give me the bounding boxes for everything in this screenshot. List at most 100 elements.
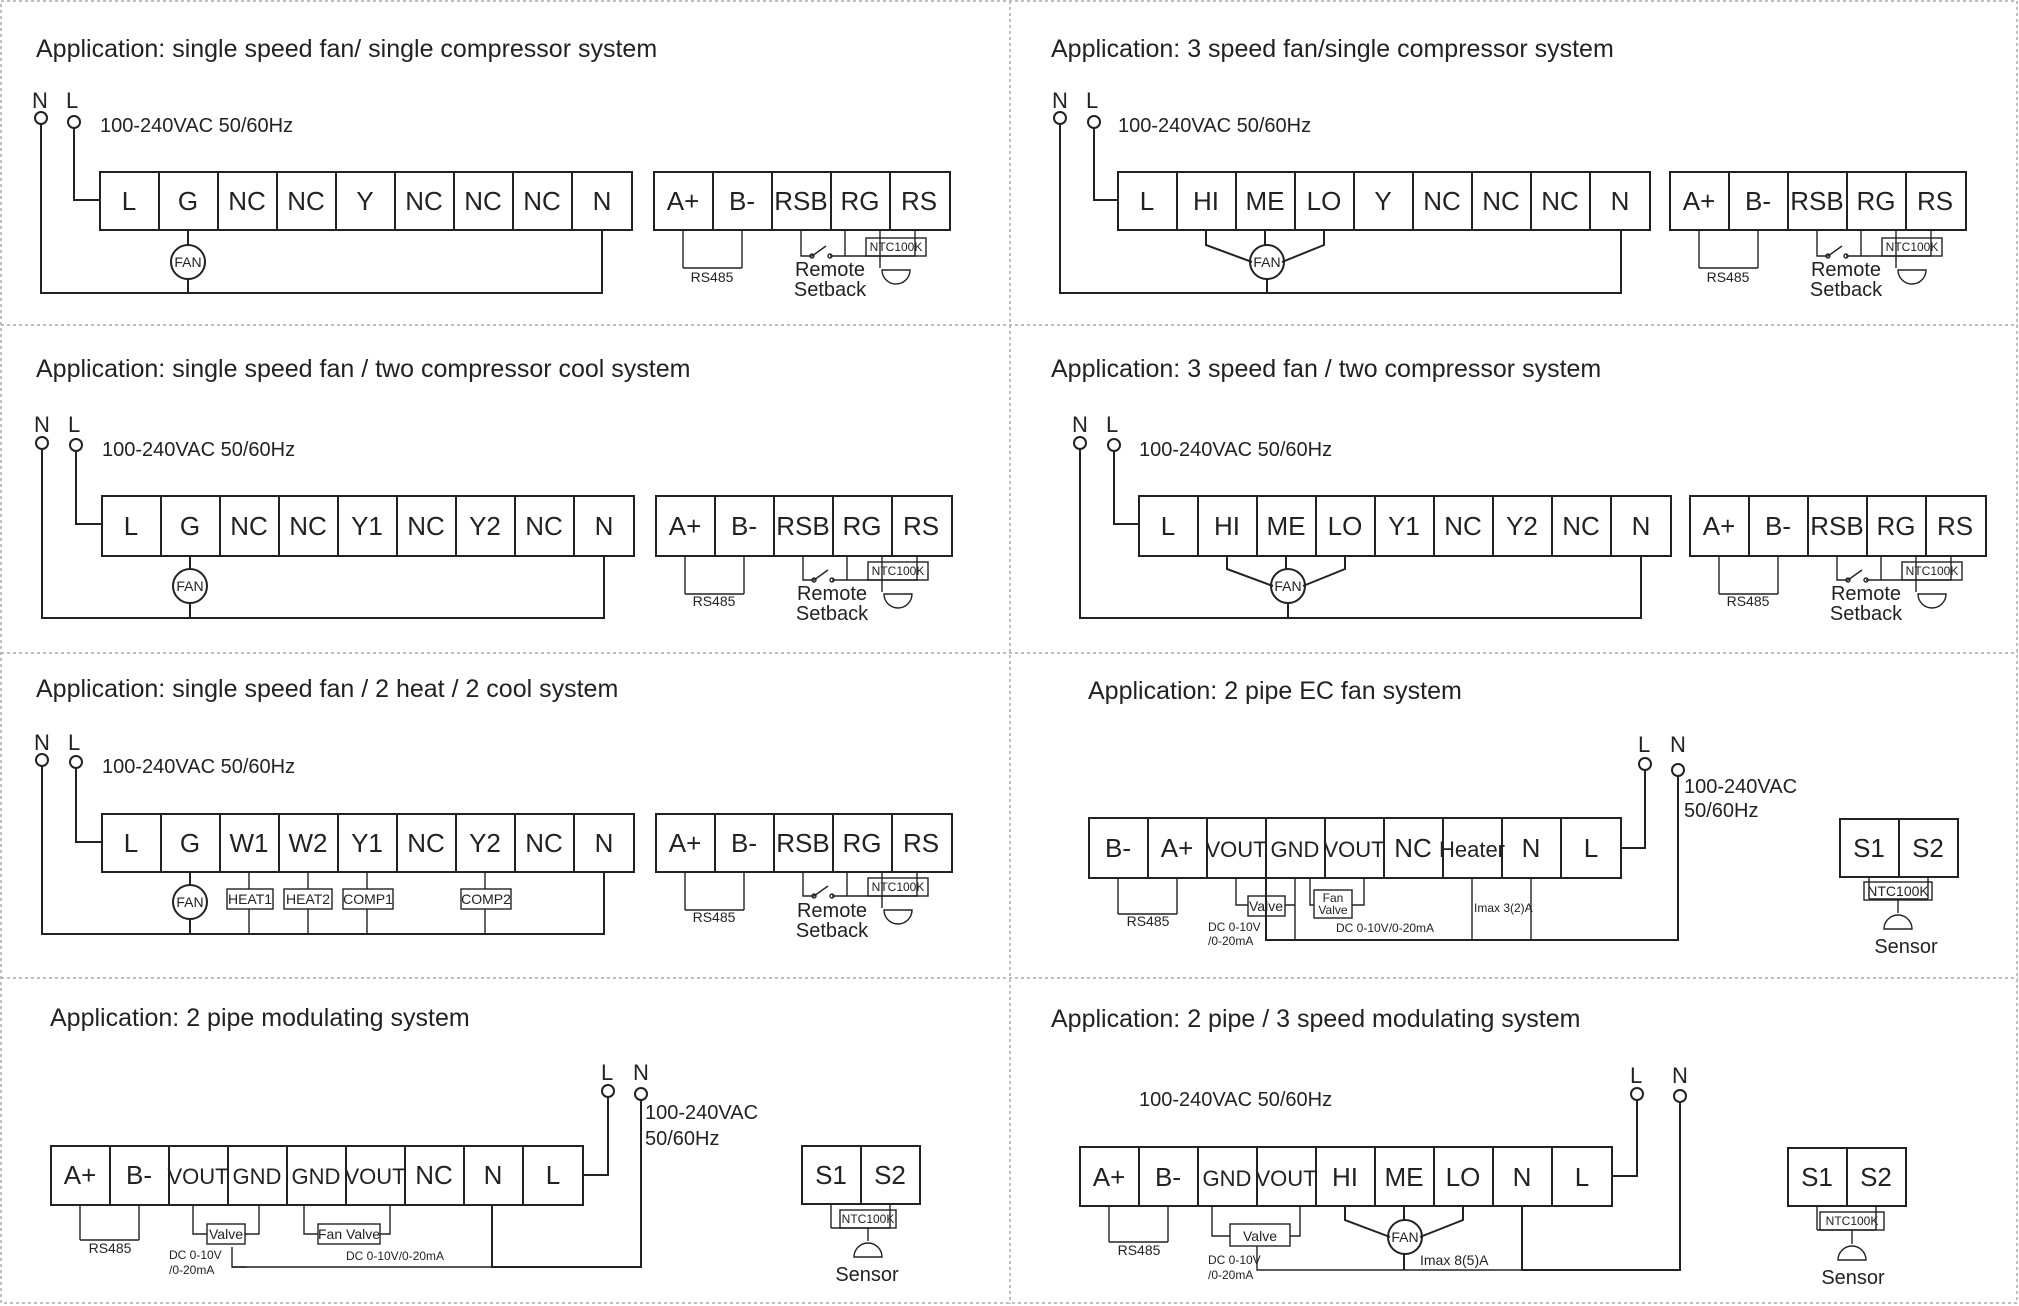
terminal-block: [1138, 495, 1672, 557]
bus-label: A+: [1703, 511, 1736, 541]
setback-label: Setback: [1810, 279, 1883, 301]
terminal-n-label: N: [1670, 732, 1686, 757]
terminal-n-label: N: [1672, 1063, 1688, 1088]
bus-label: A+: [669, 828, 702, 858]
terminal-label: B-: [1155, 1162, 1181, 1192]
valve-box: [1247, 895, 1286, 917]
terminal-label: A+: [1093, 1162, 1126, 1192]
terminal-label: A+: [64, 1160, 97, 1190]
sensor-label: Sensor: [835, 1264, 899, 1286]
fan-valve-label: Fan Valve: [318, 1226, 380, 1242]
load-label: COMP2: [461, 891, 511, 907]
terminal-label: HI: [1332, 1162, 1358, 1192]
valve-label: Valve: [1249, 898, 1283, 914]
terminal-l-label: L: [66, 88, 78, 113]
bus-terminal-block: [655, 813, 953, 873]
terminal-label: Y1: [351, 828, 383, 858]
panel-title: Application: 2 pipe modulating system: [50, 1004, 470, 1032]
bus-label: RG: [1877, 511, 1916, 541]
dc-label-1b: /0-20mA: [169, 1263, 214, 1277]
terminal-label: L: [122, 186, 136, 216]
terminal-label: LO: [1328, 511, 1363, 541]
terminal-label: G: [178, 186, 198, 216]
terminal-label: L: [1140, 186, 1154, 216]
terminal-l-label: L: [68, 412, 80, 437]
terminal-label: HI: [1214, 511, 1240, 541]
sensor-terminal: S1: [1801, 1162, 1833, 1192]
heat2-box: [283, 888, 333, 910]
power-label: 100-240VAC 50/60Hz: [1139, 439, 1332, 461]
setback-label: Setback: [794, 279, 867, 301]
bus-label: RSB: [1790, 186, 1843, 216]
bus-label: RS: [1917, 186, 1953, 216]
bus-label: B-: [731, 511, 757, 541]
ntc-label: NTC100K: [870, 240, 923, 254]
terminal-label: NC: [525, 828, 563, 858]
terminal-l-label: L: [68, 730, 80, 755]
terminal-label: L: [124, 511, 138, 541]
terminal-label: Heater: [1439, 837, 1505, 862]
remote-label: Remote: [795, 259, 865, 281]
dc-label-2: DC 0-10V/0-20mA: [1336, 921, 1434, 935]
remote-label: Remote: [797, 583, 867, 605]
sensor-label: Sensor: [1821, 1267, 1885, 1289]
rs485-label: RS485: [1127, 913, 1170, 929]
panel-single-speed-2-heat-2-cool: Application: single speed fan / 2 heat /…: [34, 675, 953, 942]
load-label: HEAT1: [228, 891, 272, 907]
bus-label: B-: [1765, 511, 1791, 541]
fan-label: FAN: [1274, 578, 1301, 594]
terminal-label: L: [1584, 833, 1598, 863]
power-label: 100-240VAC 50/60Hz: [102, 756, 295, 778]
valve-label: Valve: [209, 1226, 243, 1242]
terminal-label: NC: [415, 1160, 453, 1190]
bus-label: RSB: [776, 828, 829, 858]
ntc-label: NTC100K: [1906, 564, 1959, 578]
terminal-label: NC: [1541, 186, 1579, 216]
terminal-label: NC: [1482, 186, 1520, 216]
dc-label-1b: /0-20mA: [1208, 1268, 1253, 1282]
bus-label: RS: [901, 186, 937, 216]
rs485-label: RS485: [693, 593, 736, 609]
setback-label: Setback: [796, 920, 869, 942]
terminal-l-label: L: [1106, 412, 1118, 437]
ntc-label: NTC100K: [872, 880, 925, 894]
fan-label: FAN: [1391, 1229, 1418, 1245]
terminal-label: Y2: [1506, 511, 1538, 541]
terminal-block: [50, 1145, 584, 1206]
bus-label: A+: [667, 186, 700, 216]
terminal-label: W2: [289, 828, 328, 858]
terminal-label: NC: [289, 511, 327, 541]
ntc-label: NTC100K: [1886, 240, 1939, 254]
terminal-label: GND: [1271, 837, 1320, 862]
terminal-label: Y2: [469, 511, 501, 541]
panel-title: Application: single speed fan / two comp…: [36, 355, 690, 383]
terminal-label: VOUT: [167, 1164, 228, 1189]
rs485-label: RS485: [89, 1240, 132, 1256]
terminal-n-label: N: [34, 730, 50, 755]
remote-label: Remote: [1811, 259, 1881, 281]
rs485-label: RS485: [1727, 593, 1770, 609]
bus-label: B-: [729, 186, 755, 216]
terminal-n-label: N: [34, 412, 50, 437]
fan-valve-box: [317, 1223, 381, 1245]
terminal-label: NC: [1394, 833, 1432, 863]
terminal-label: B-: [1105, 833, 1131, 863]
terminal-label: N: [593, 186, 612, 216]
terminal-block: [99, 171, 633, 231]
fan-label: FAN: [174, 254, 201, 270]
bus-label: A+: [669, 511, 702, 541]
setback-label: Setback: [796, 603, 869, 625]
panel-3-speed-two-compressor: Application: 3 speed fan / two compresso…: [1051, 355, 1987, 625]
bus-label: RG: [1857, 186, 1896, 216]
bus-label: RS: [903, 511, 939, 541]
fan-symbol: [1387, 1219, 1423, 1255]
bus-label: A+: [1683, 186, 1716, 216]
sensor-label: Sensor: [1874, 936, 1938, 958]
valve-box: [1229, 1223, 1291, 1247]
power-line1: 100-240VAC: [1684, 776, 1797, 798]
sensor-terminal: S1: [815, 1160, 847, 1190]
sensor-terminal: S2: [1860, 1162, 1892, 1192]
bus-label: RS: [903, 828, 939, 858]
bus-label: B-: [731, 828, 757, 858]
panel-2-pipe-modulating: Application: 2 pipe modulating system L …: [50, 1004, 921, 1286]
